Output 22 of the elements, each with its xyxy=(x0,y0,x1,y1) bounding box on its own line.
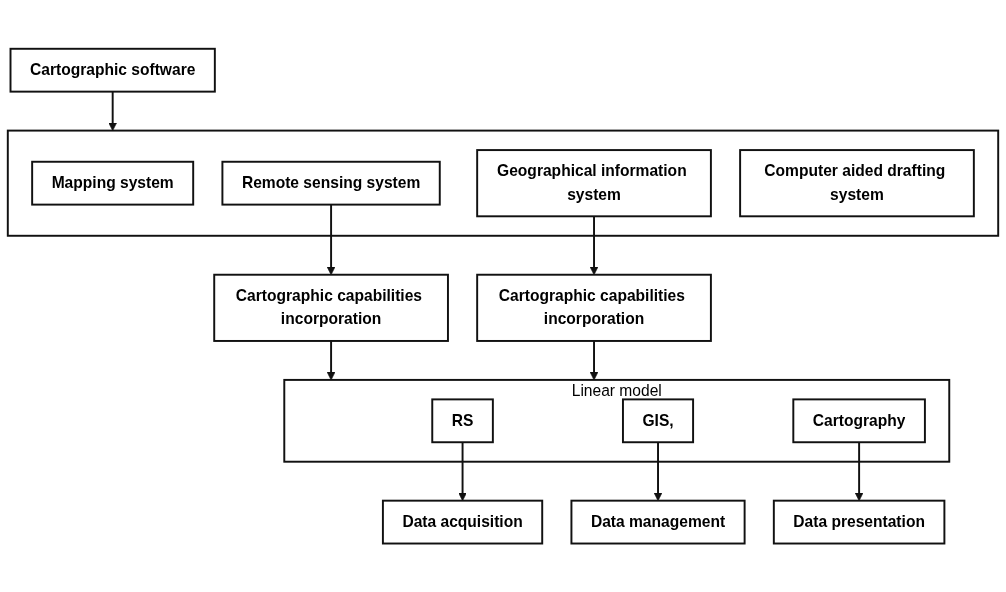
node-box: Cartographic capabilities incorporation xyxy=(213,273,449,342)
node-box: Data presentation xyxy=(772,499,946,545)
arrow xyxy=(589,339,599,381)
arrow xyxy=(108,90,117,131)
node-box: GIS, xyxy=(621,398,695,444)
node-box: Computer aided drafting system xyxy=(739,148,975,218)
arrow xyxy=(458,441,467,501)
node-box: Data management xyxy=(570,499,746,545)
node-box: Geographical information system xyxy=(476,148,712,218)
arrow xyxy=(589,215,599,275)
arrow xyxy=(854,441,864,501)
arrow xyxy=(653,441,663,501)
node-box: Mapping system xyxy=(31,160,195,206)
node-box: Cartographic capabilities incorporation xyxy=(476,273,712,342)
node-box: Cartographic software xyxy=(9,47,216,93)
cluster xyxy=(6,129,1000,237)
node-box: Remote sensing system xyxy=(221,160,441,206)
arrow xyxy=(326,203,336,275)
node-box: Cartography xyxy=(792,398,926,444)
arrow xyxy=(326,339,336,381)
node-box: Data acquisition xyxy=(381,499,544,545)
node-box: RS xyxy=(431,398,494,444)
